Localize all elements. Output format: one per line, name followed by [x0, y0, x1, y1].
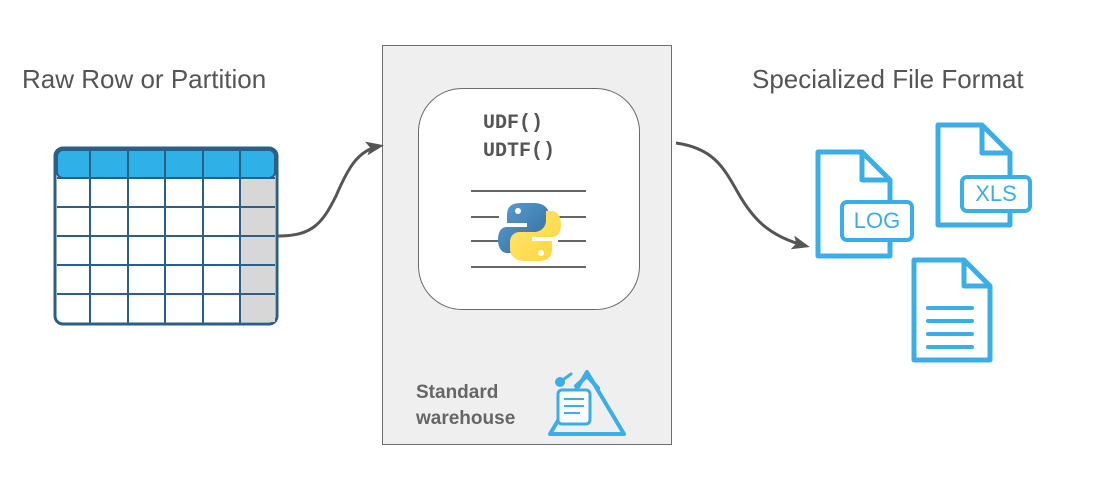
udf-code-line: UDF()	[483, 112, 544, 135]
log-label: LOG	[854, 208, 900, 233]
input-arrow	[277, 141, 384, 238]
xls-label: XLS	[975, 181, 1017, 206]
log-file-icon: LOG	[815, 149, 914, 259]
raw-row-partition-label: Raw Row or Partition	[22, 64, 267, 94]
warehouse-label-line1: Standard	[416, 382, 499, 403]
udtf-code-line: UDTF()	[483, 140, 556, 163]
table-icon	[53, 146, 279, 326]
warehouse-label: Standard warehouse	[416, 380, 515, 432]
code-card	[418, 88, 640, 310]
mountain-warehouse-icon	[548, 370, 626, 436]
code-separator-lines	[471, 190, 586, 268]
output-arrow	[675, 141, 810, 250]
text-file-icon	[911, 257, 993, 363]
xls-file-icon: XLS	[935, 122, 1032, 228]
specialized-file-format-label: Specialized File Format	[752, 64, 1024, 94]
warehouse-label-line2: warehouse	[416, 408, 516, 429]
python-logo-icon	[498, 203, 561, 261]
